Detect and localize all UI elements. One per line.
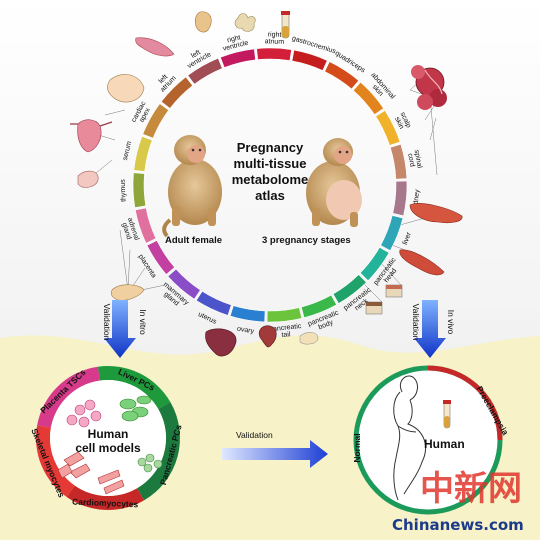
ring-label-line: left [158,74,170,86]
left-validation-text: Validation [102,304,112,341]
left-in-vitro-text: In vitro [138,309,148,335]
atlas-title: Pregnancy multi-tissue metabolome atlas [232,140,309,203]
cell-ring-segment-Liver-PCs [97,366,171,409]
ring-label-liver: liver [402,231,413,246]
pregnancy-stages-label: 3 pregnancy stages [262,235,351,246]
ring-label-line: spinal [413,149,423,169]
ovary-icon [77,170,99,188]
cell-models-ring [36,366,180,510]
right-in-vivo-text: In vivo [446,310,456,335]
preeclampsia-arc [427,365,503,441]
ring-label-line: gland [120,222,132,241]
monkey-pregnant [306,138,362,227]
ring-label-line: atrium [265,38,285,46]
liver-icon [205,328,237,357]
pregnant-woman-illustration [393,375,426,501]
tissue-ring [132,47,408,323]
watermark-site: Chinanews.com [392,516,524,534]
ring-segment-right-atrium [256,47,292,61]
mammary-gland-icon [107,74,145,103]
ring-segment-thymus [132,172,147,208]
thymus-icon [234,13,256,32]
pancreas-icon [110,284,145,301]
ring-label-line: right [226,34,241,44]
ring-segment-pancreatic-head [359,246,390,282]
cell-ring-label-Cardiomyocytes: Cardiomyocytes [72,497,139,510]
ring-segment-mammary-gland [167,268,201,300]
human-label: Human [424,437,465,451]
cell-models-line-2: cell models [75,441,141,455]
ring-label-serum: serum [122,140,133,161]
placenta-icon [135,37,175,57]
atlas-title-line-3: metabolome [232,172,309,187]
cell-ring-segment-Placenta-TSCs [37,366,100,428]
ring-label-line: thymus [120,179,128,202]
heart-icon [411,65,447,110]
ring-segment-pancreatic-body [300,294,337,319]
quadriceps-icon [399,249,445,276]
ring-label-line: serum [122,140,133,161]
ring-label-line: ovary [236,326,255,336]
ring-label-line: cord [406,153,415,168]
ring-label-line: right [268,31,282,38]
organ-icons [70,11,463,357]
cell-ring-segment-Pancreatic-PCs [137,402,180,501]
right-validation-text: Validation [411,304,421,341]
in-vitro-arrow [104,300,136,358]
ring-segment-abdominal-skin [352,81,385,115]
ring-segment-ovary [229,305,266,323]
ring-segment-uterus [195,290,232,316]
ring-segment-cardiac-apex [142,103,170,139]
ring-segment-left-atrium [160,76,194,109]
spinal-cord-icon [299,332,319,345]
ring-segment-scalp-skin [375,110,401,146]
normal-label: Normal [352,433,362,462]
kidney-icon [258,325,277,348]
ring-label-ovary: ovary [236,326,255,336]
adrenal-gland-icon [194,11,212,33]
ring-segment-pancreatic-tail [266,307,303,323]
ring-label-line: skin [393,116,405,130]
ring-segment-pancreatic-neck [332,274,367,304]
ring-label-kidney: kidney [412,189,421,210]
ring-segment-right-ventricle [219,48,256,68]
cell-ring-segment-Cardiomyocytes [66,485,144,510]
ring-segment-liver [380,215,404,252]
gastrocnemius-icon [409,203,463,224]
validation-arrow [222,440,328,468]
ring-label-line: pancreatic [269,323,302,333]
ring-label-line: left [190,49,202,60]
ring-segment-spinal-cord [389,143,408,180]
monkey-adult-female [162,135,222,238]
uterus-icon [77,119,102,153]
cell-illustrations [57,395,163,495]
ring-label-line: liver [402,231,413,246]
ring-segment-placenta [146,240,176,275]
in-vivo-arrow [414,300,446,358]
middle-validation-text: Validation [236,430,273,440]
ring-label-line: kidney [412,189,421,210]
ring-segment-kidney [392,180,408,217]
adult-female-label: Adult female [165,235,222,246]
atlas-title-line-2: multi-tissue [234,156,307,171]
ring-segment-quadriceps [324,61,360,90]
ring-segment-serum [133,135,153,172]
watermark-chinese: 中新网 [420,469,522,509]
cell-models-line-1: Human [88,427,129,441]
atlas-title-line-1: Pregnancy [237,140,304,155]
atlas-title-line-4: atlas [255,188,285,203]
cell-ring-segment-Skeletal-myocytes [36,425,75,497]
ring-segment-adrenal-gland [134,207,157,244]
ring-label-thymus: thymus [120,179,128,202]
ring-segment-gastrocnemius [291,49,328,71]
ring-segment-left-ventricle [187,57,223,85]
ring-label-line: tail [281,331,291,339]
